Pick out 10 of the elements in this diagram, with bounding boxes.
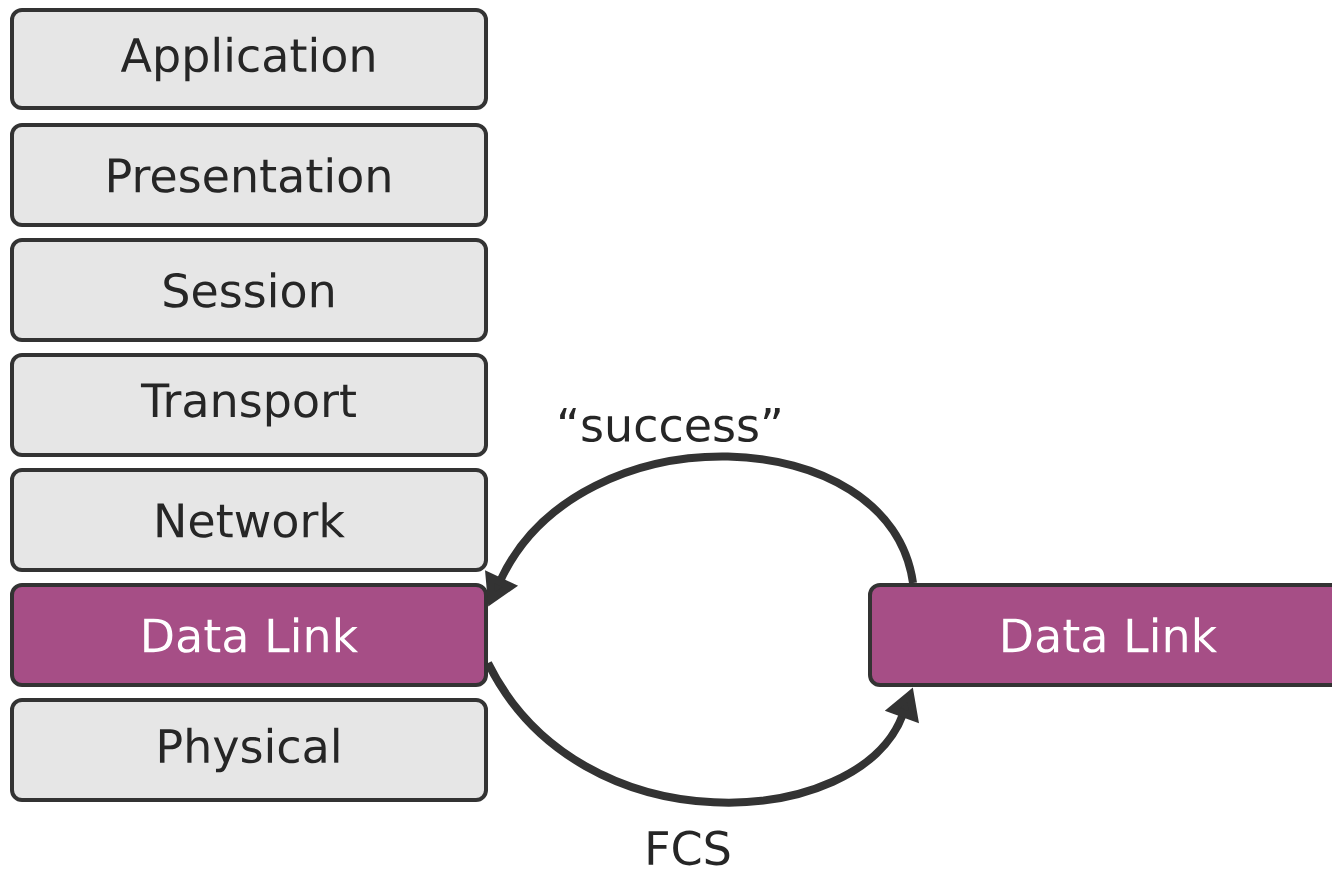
layer-box: Session xyxy=(10,238,488,342)
layer-box: Physical xyxy=(10,698,488,802)
layer-box: Application xyxy=(10,8,488,110)
layer-box: Presentation xyxy=(10,123,488,227)
layer-box: Data Link xyxy=(868,583,1332,687)
layer-box: Transport xyxy=(10,353,488,457)
edge-label: “success” xyxy=(554,405,786,445)
layer-box: Data Link xyxy=(10,583,488,687)
layer-box: Network xyxy=(10,468,488,572)
edge-label: FCS xyxy=(642,828,734,868)
